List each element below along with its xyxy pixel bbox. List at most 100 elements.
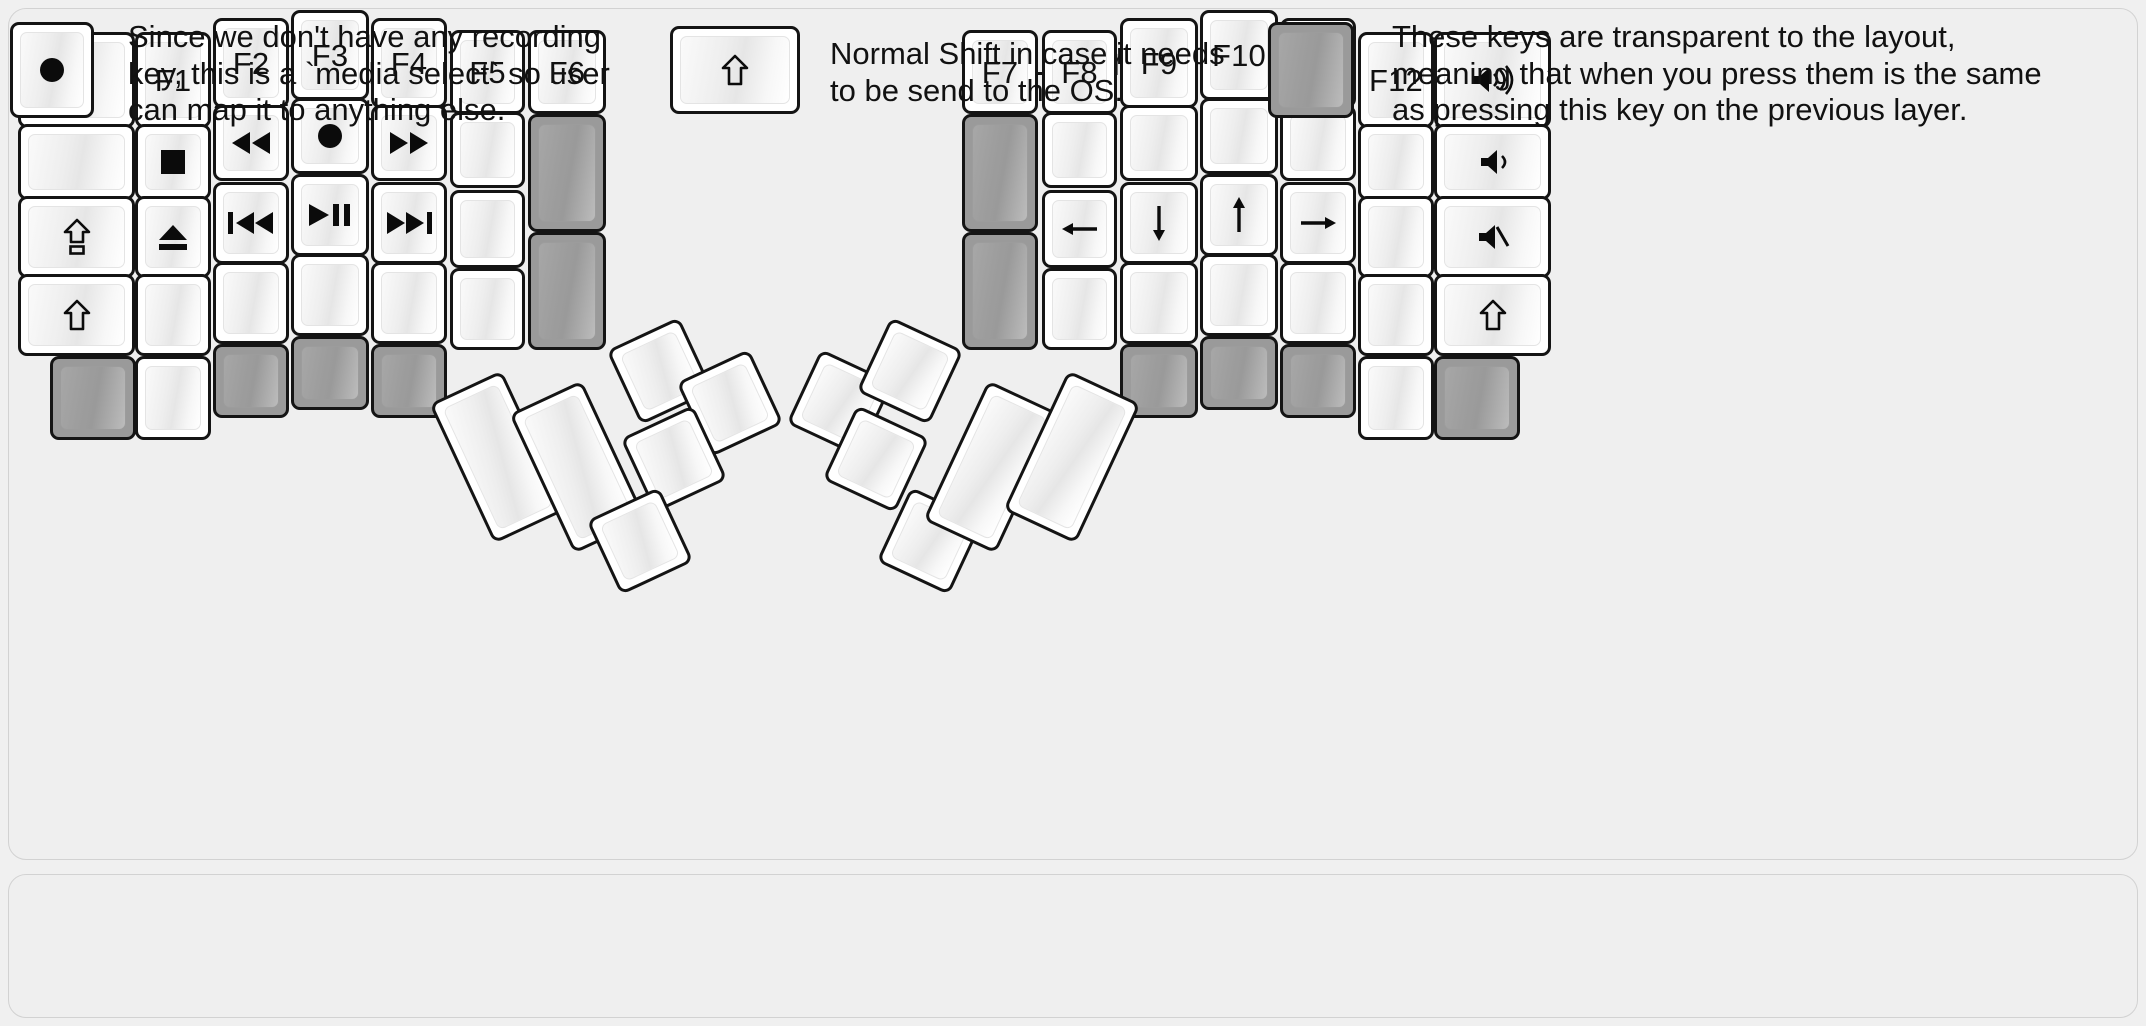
key-L-r0-c5[interactable]: F5 (450, 30, 525, 114)
key-R-r2-c0[interactable] (962, 232, 1038, 350)
key-L-r1-c5[interactable] (450, 112, 525, 188)
key-R-r3-c6[interactable] (1434, 274, 1551, 356)
fast-forward-icon (387, 130, 431, 156)
key-L-r2-c5[interactable] (450, 190, 525, 268)
key-R-r2-c5[interactable] (1358, 196, 1434, 278)
keycap-face (1210, 108, 1268, 164)
key-L-r3-c2[interactable] (213, 262, 289, 344)
legend-key-record-key-note (10, 22, 94, 118)
key-L-r1-c2[interactable] (213, 105, 289, 181)
key-R-r2-c6[interactable] (1434, 196, 1551, 278)
key-R-r3-c5[interactable] (1358, 274, 1434, 356)
key-L-r2-c1[interactable] (135, 196, 211, 278)
keycap-face (223, 272, 279, 334)
keycap-face (1210, 346, 1268, 400)
keycap-face: F12 (1368, 42, 1424, 118)
key-L-r0-c4[interactable]: F4 (371, 18, 447, 108)
rewind-icon (229, 130, 273, 156)
key-L-r4-c0[interactable] (50, 356, 136, 440)
key-R-r0-c2[interactable]: F9 (1120, 18, 1198, 108)
keycap-face (869, 330, 951, 412)
key-R-r0-c0[interactable]: F7 (962, 30, 1038, 114)
arrow-right-icon (1298, 210, 1338, 236)
key-L-r1-c4[interactable] (371, 105, 447, 181)
key-R-r2-c4[interactable] (1280, 182, 1356, 264)
key-R-r4-c5[interactable] (1358, 356, 1434, 440)
key-L-r0-c3[interactable]: F3 (291, 10, 369, 100)
key-R-r0-c1[interactable]: F8 (1042, 30, 1117, 114)
key-L-r4-c2[interactable] (213, 344, 289, 418)
keycap-face (460, 122, 515, 178)
keycap-face (1368, 366, 1424, 430)
key-R-r4-c4[interactable] (1280, 344, 1356, 418)
keycap-face (1052, 200, 1107, 258)
legend-key-shift-key-note (670, 26, 800, 114)
key-L-r4-c3[interactable] (291, 336, 369, 410)
key-L-r3-c4[interactable] (371, 262, 447, 344)
keycap-face (1210, 184, 1268, 246)
key-L-r4-c1[interactable] (135, 356, 211, 440)
key-L-r0-c1[interactable]: F1 (135, 32, 211, 128)
keycap-face (301, 346, 359, 400)
eject-icon (156, 222, 190, 252)
key-L-r1-c0[interactable] (18, 124, 135, 200)
key-L-r1-c3[interactable] (291, 98, 369, 174)
key-L-r3-c3[interactable] (291, 254, 369, 336)
keycap-face (835, 418, 917, 500)
key-R-r1-c0[interactable] (962, 114, 1038, 232)
key-L-r2-c6[interactable] (528, 232, 606, 350)
arrow-left-icon (1060, 216, 1100, 242)
keycap-face (538, 242, 596, 340)
key-L-r3-c0[interactable] (18, 274, 135, 356)
key-R-r2-c2[interactable] (1120, 182, 1198, 264)
key-L-r3-c5[interactable] (450, 268, 525, 350)
key-R-r3-c2[interactable] (1120, 262, 1198, 344)
key-R-r2-c1[interactable] (1042, 190, 1117, 268)
key-label: F4 (390, 45, 428, 81)
keycap-face (381, 115, 437, 171)
key-R-r1-c6[interactable] (1434, 124, 1551, 200)
keycap-face (60, 366, 126, 430)
key-L-r2-c0[interactable] (18, 196, 135, 278)
key-R-r1-c2[interactable] (1120, 105, 1198, 181)
key-R-r3-c3[interactable] (1200, 254, 1278, 336)
key-R-r0-c5[interactable]: F12 (1358, 32, 1434, 128)
key-R-r4-c3[interactable] (1200, 336, 1278, 410)
keycap-face (1368, 206, 1424, 268)
shift-dotted-icon (63, 218, 91, 256)
key-R-r2-c3[interactable] (1200, 174, 1278, 256)
keycap-face (145, 134, 201, 190)
key-R-r1-c3[interactable] (1200, 98, 1278, 174)
volume-mute-icon (1476, 222, 1510, 252)
key-R-r4-c6[interactable] (1434, 356, 1520, 440)
keycap-face: F10 (1210, 20, 1268, 90)
key-L-r2-c3[interactable] (291, 174, 369, 256)
keycap-face (680, 36, 790, 104)
key-label: F9 (1140, 45, 1178, 81)
keycap-face (20, 32, 84, 108)
key-L-r0-c6[interactable]: F6 (528, 30, 606, 114)
keycap-face (1052, 278, 1107, 340)
key-L-r3-c1[interactable] (135, 274, 211, 356)
legend-panel (8, 874, 2138, 1018)
key-L-r2-c4[interactable] (371, 182, 447, 264)
keycap-face (1368, 284, 1424, 346)
key-L-r1-c6[interactable] (528, 114, 606, 232)
keycap-face (1444, 284, 1541, 346)
keycap-face (1052, 122, 1107, 178)
key-label: F3 (311, 37, 349, 73)
key-R-r3-c1[interactable] (1042, 268, 1117, 350)
key-R-r3-c4[interactable] (1280, 262, 1356, 344)
keycap-face (460, 278, 515, 340)
keycap-face: F6 (538, 40, 596, 104)
key-L-r1-c1[interactable] (135, 124, 211, 200)
keycap-face: F1 (145, 42, 201, 118)
key-R-r1-c1[interactable] (1042, 112, 1117, 188)
key-L-r2-c2[interactable] (213, 182, 289, 264)
keycap-face (538, 124, 596, 222)
keycap-face (1444, 206, 1541, 268)
key-label: F7 (981, 54, 1019, 90)
keycap-face: F7 (972, 40, 1028, 104)
keycap-face (1444, 366, 1510, 430)
keycap-face (28, 206, 125, 268)
